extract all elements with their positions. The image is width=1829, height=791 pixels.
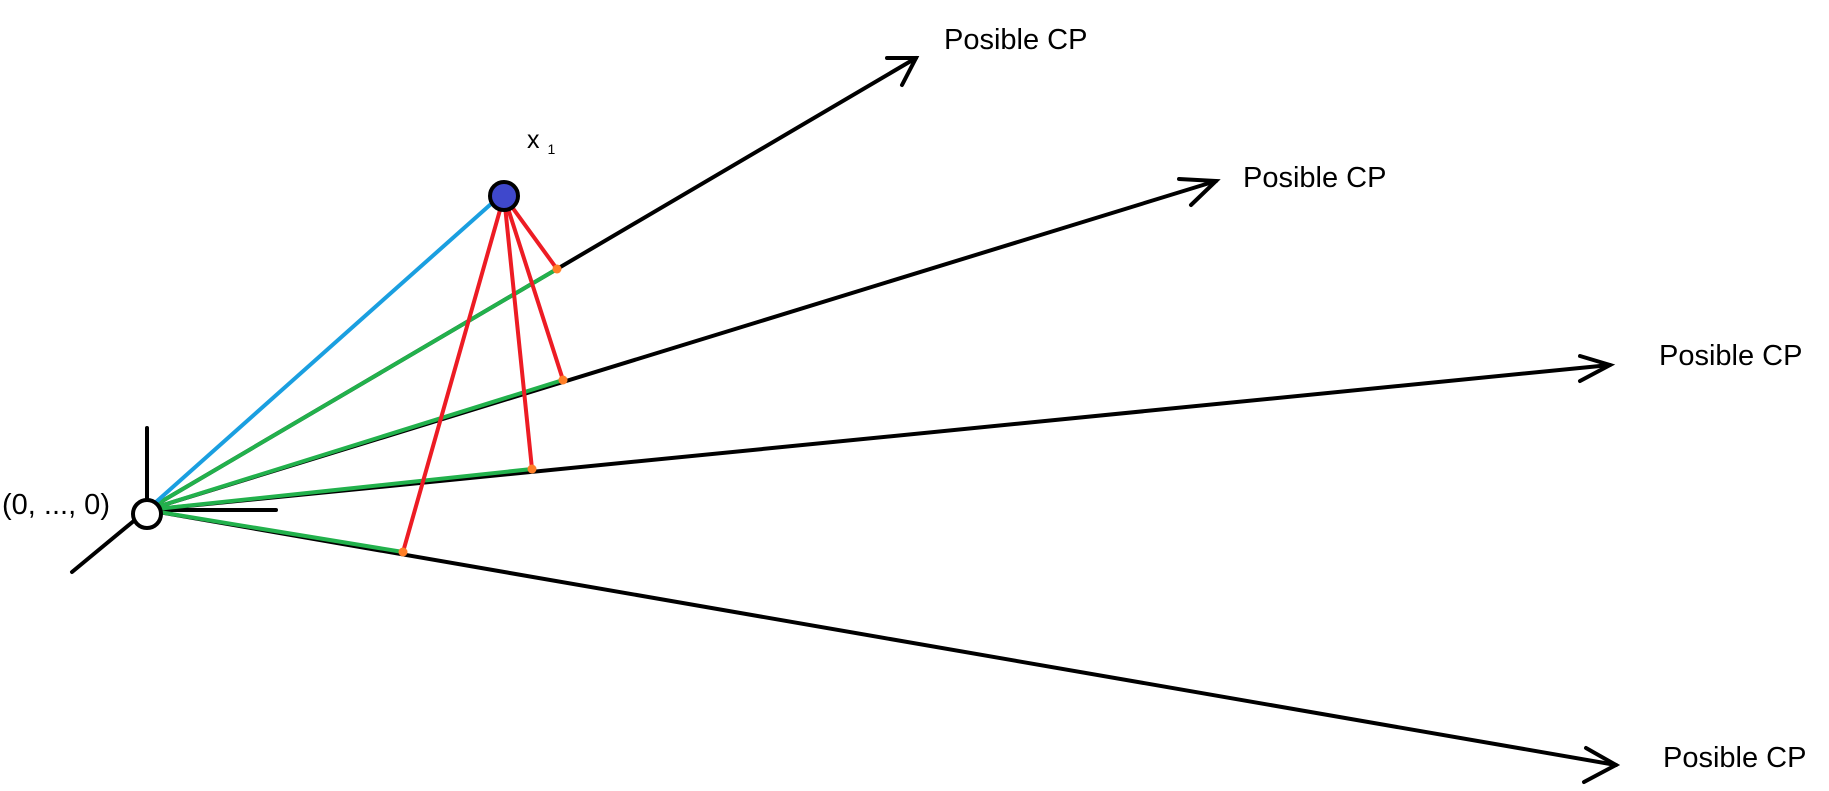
point-label-base: x: [527, 126, 540, 154]
direction-ray-4: [145, 508, 1618, 767]
direction-label-1: Posible CP: [944, 24, 1087, 56]
arrowhead-4: [1582, 746, 1621, 784]
direction-label-3: Posible CP: [1659, 340, 1802, 372]
foot-point-1: [552, 264, 562, 274]
perpendicular-4: [401, 194, 506, 554]
point-label: x 1: [527, 126, 555, 157]
direction-label-2: Posible CP: [1243, 162, 1386, 194]
arrowhead-2: [1177, 177, 1221, 207]
origin-label: (0, ..., 0): [2, 489, 110, 521]
origin-to-point-segment: [145, 194, 502, 512]
point-label-subscript: 1: [547, 141, 555, 157]
direction-label-4: Posible CP: [1663, 742, 1806, 774]
foot-points: [398, 264, 568, 557]
perpendicular-2: [502, 194, 565, 382]
perpendicular-3: [502, 194, 534, 471]
projection-segment-2: [145, 378, 565, 512]
foot-point-3: [527, 464, 537, 474]
direction-rays: [145, 56, 1618, 767]
origin-point: [131, 498, 163, 530]
foot-point-4: [398, 547, 408, 557]
projection-segment-4: [145, 508, 405, 554]
foot-point-2: [558, 375, 568, 385]
projection-segments: [145, 267, 565, 554]
arrowhead-3: [1578, 354, 1616, 383]
point-x1: [488, 180, 520, 212]
perpendicular-segments: [401, 194, 565, 554]
arrowheads: [885, 56, 1621, 784]
projection-segment-1: [145, 267, 559, 512]
projection-segment-3: [145, 467, 534, 512]
arrowhead-1: [885, 56, 920, 87]
